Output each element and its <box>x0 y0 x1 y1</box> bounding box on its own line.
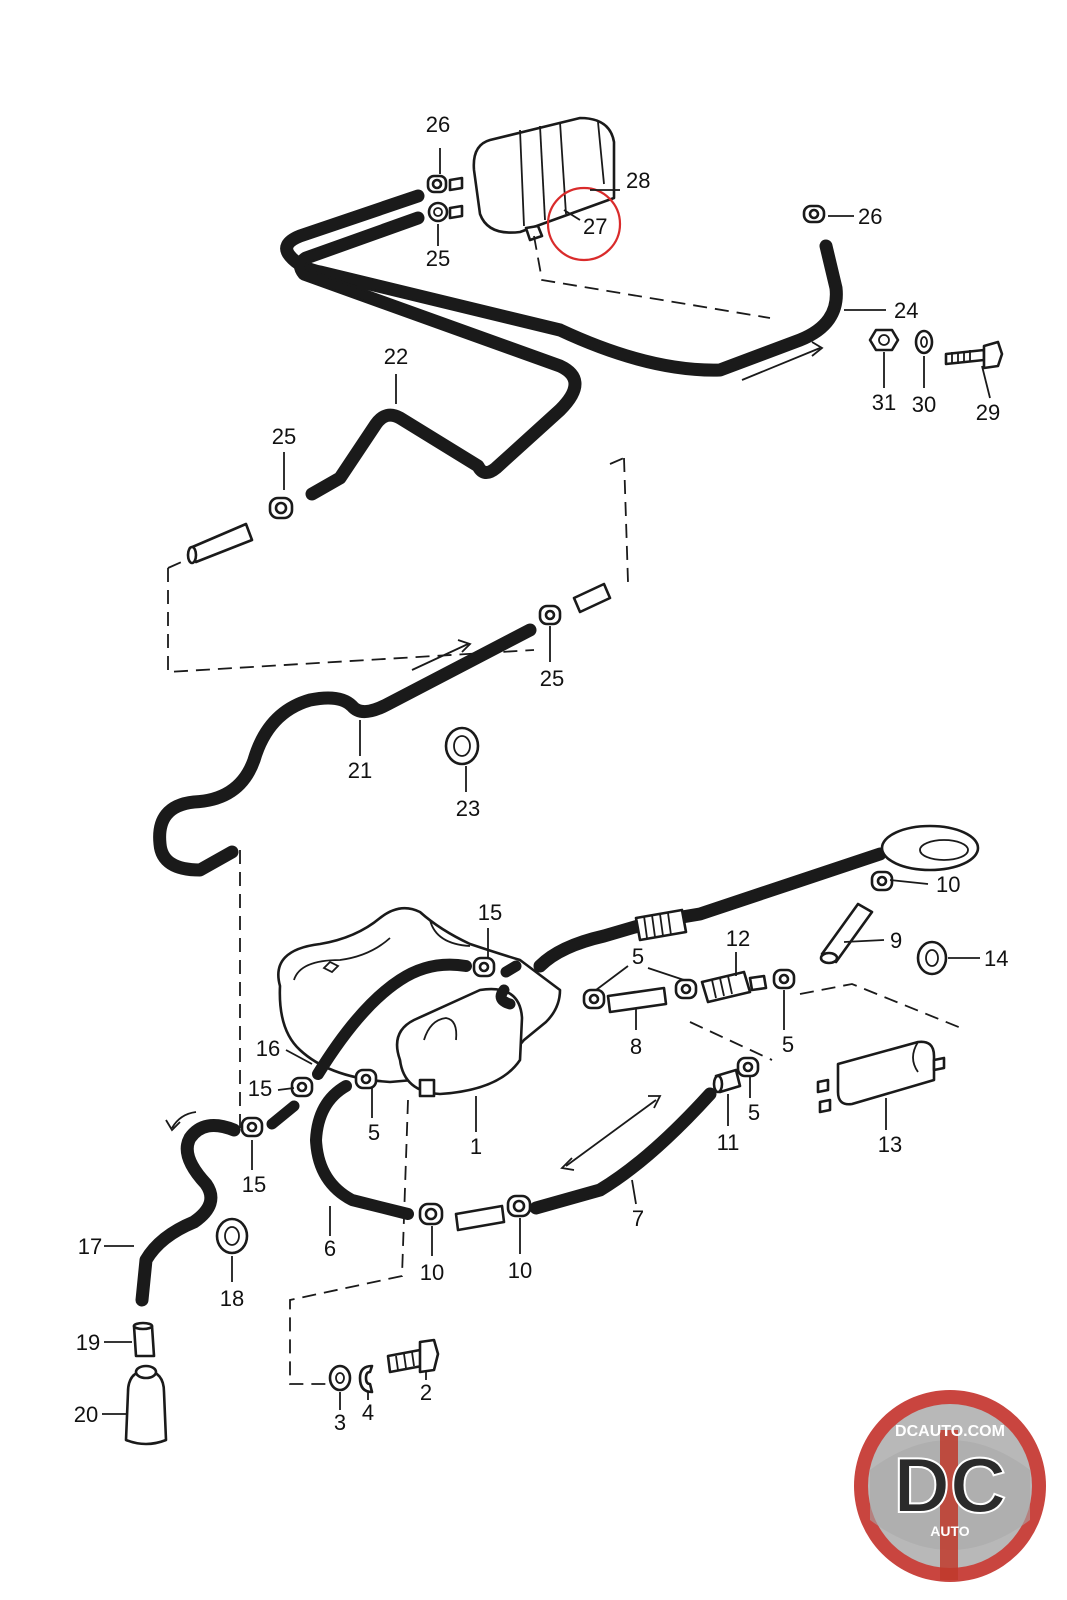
hose-8 <box>606 986 668 1014</box>
bolt-29 <box>944 340 1004 370</box>
hose-clamp-5-b <box>674 978 698 1000</box>
hose-clamp-25 <box>427 201 449 223</box>
hose-clamp-5-right <box>736 1056 760 1078</box>
pipe-connector-right <box>572 582 612 614</box>
callout-27: 27 <box>583 214 607 239</box>
nut-31 <box>868 328 900 352</box>
callout-23: 23 <box>456 796 480 821</box>
logo-site-text: DCAUTO.COM <box>895 1423 1005 1440</box>
callout-2: 2 <box>420 1380 432 1405</box>
callout-29: 29 <box>976 400 1000 425</box>
sleeve-19 <box>132 1321 156 1358</box>
washer-30 <box>914 329 934 355</box>
hose-clamp-5-c <box>772 968 796 990</box>
hose-9 <box>819 902 874 965</box>
callout-10: 10 <box>420 1260 444 1285</box>
expansion-tank <box>395 987 524 1098</box>
logo-auto-text: AUTO <box>930 1523 970 1539</box>
callout-28: 28 <box>626 168 650 193</box>
callout-5: 5 <box>368 1120 380 1145</box>
hose-piece-bottom <box>454 1204 506 1232</box>
callout-10: 10 <box>508 1258 532 1283</box>
callout-5: 5 <box>748 1100 760 1125</box>
callout-26: 26 <box>858 204 882 229</box>
hose-clamp-5-left <box>354 1068 378 1090</box>
callout-25: 25 <box>426 246 450 271</box>
cap-20 <box>124 1364 168 1446</box>
vent-filter-13 <box>816 1040 946 1114</box>
hose-clamp-15-mid <box>290 1076 314 1098</box>
check-valve-12 <box>700 970 768 1004</box>
grommet-23 <box>444 726 480 766</box>
connector-11 <box>712 1068 742 1094</box>
washer-3 <box>328 1364 352 1392</box>
callout-5: 5 <box>782 1032 794 1057</box>
callout-11: 11 <box>717 1130 740 1155</box>
hose-clamp-10-a <box>418 1202 444 1226</box>
callout-14: 14 <box>984 946 1008 971</box>
hose-17 <box>135 1119 241 1307</box>
callout-17: 17 <box>78 1234 102 1259</box>
hose-clamp-25-mid <box>268 496 294 520</box>
callout-13: 13 <box>878 1132 902 1157</box>
charcoal-canister <box>448 116 616 242</box>
callout-16: 16 <box>256 1036 280 1061</box>
vent-hose-24 <box>280 189 843 501</box>
callout-15: 15 <box>242 1172 266 1197</box>
callout-18: 18 <box>220 1286 244 1311</box>
hose-clamp-26b <box>802 204 826 224</box>
callout-22: 22 <box>384 344 408 369</box>
filler-neck <box>533 824 980 973</box>
callout-31: 31 <box>872 390 896 415</box>
callout-15: 15 <box>248 1076 272 1101</box>
bolt-2 <box>386 1338 440 1374</box>
hose-clamp-15-low <box>240 1116 264 1138</box>
callout-labels: 26 25 28 27 26 24 31 30 29 22 25 25 21 2… <box>74 112 1009 1435</box>
callout-9: 9 <box>890 928 902 953</box>
callout-7: 7 <box>632 1206 644 1231</box>
callout-25: 25 <box>540 666 564 691</box>
hose-7 <box>529 1087 717 1215</box>
hose-clamp-15-top <box>472 956 496 978</box>
logo-dc-mark: DC <box>894 1441 1007 1529</box>
callout-4: 4 <box>362 1400 374 1425</box>
grommet-18 <box>215 1217 249 1255</box>
vent-hose-21 <box>153 623 537 877</box>
dcauto-logo: DCAUTO.COM DC AUTO <box>854 1390 1046 1582</box>
callout-15: 15 <box>478 900 502 925</box>
grommet-14 <box>916 940 948 976</box>
callout-5: 5 <box>632 944 644 969</box>
callout-1: 1 <box>470 1134 482 1159</box>
hose-clamp-26 <box>426 174 448 194</box>
callout-8: 8 <box>630 1034 642 1059</box>
hose-short-15 <box>266 1100 300 1130</box>
callout-19: 19 <box>76 1330 100 1355</box>
callout-20: 20 <box>74 1402 98 1427</box>
callout-12: 12 <box>726 926 750 951</box>
callout-30: 30 <box>912 392 936 417</box>
callout-6: 6 <box>324 1236 336 1261</box>
clip-4 <box>358 1364 374 1394</box>
highlight-circle-27 <box>546 186 622 262</box>
callout-24: 24 <box>894 298 918 323</box>
hose-6 <box>310 1080 414 1220</box>
hose-small-top <box>495 960 522 1010</box>
hose-clamp-10-b <box>506 1194 532 1218</box>
leader-lines <box>102 148 991 1415</box>
hose-16 <box>312 958 472 1080</box>
callout-26: 26 <box>426 112 450 137</box>
hose-clamp-5-a <box>582 988 606 1010</box>
callout-25: 25 <box>272 424 296 449</box>
pipe-connector-left <box>186 522 254 565</box>
callout-3: 3 <box>334 1410 346 1435</box>
hose-clamp-25-low <box>538 604 562 626</box>
callout-10: 10 <box>936 872 960 897</box>
hose-clamp-10-top <box>870 870 894 892</box>
callout-21: 21 <box>348 758 372 783</box>
